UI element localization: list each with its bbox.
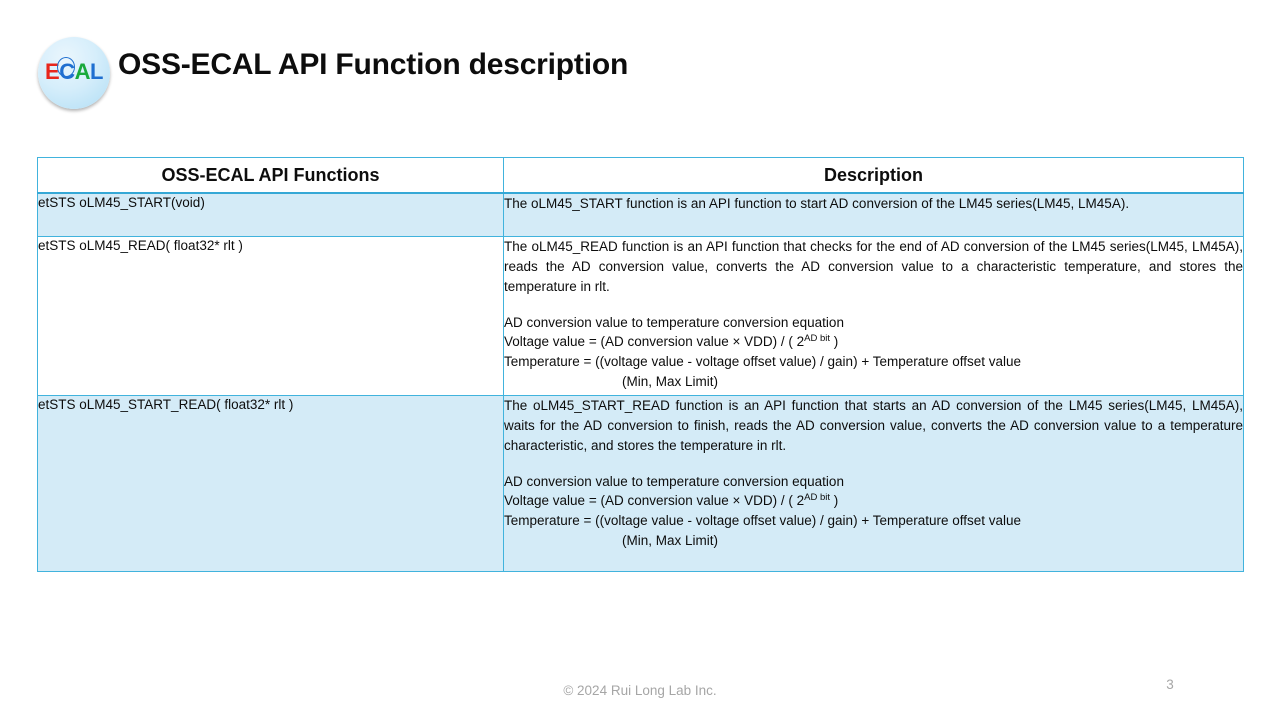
logo-letter-l: L: [90, 59, 103, 84]
function-signature: etSTS oLM45_START(void): [37, 192, 504, 237]
table-row: etSTS oLM45_READ( float32* rlt ) The oLM…: [37, 236, 1244, 396]
equation-heading: AD conversion value to temperature conve…: [504, 314, 844, 330]
equation-voltage-prefix: Voltage value = (AD conversion value × V…: [504, 334, 805, 350]
equation-heading: AD conversion value to temperature conve…: [504, 473, 844, 489]
equation-voltage-exponent: AD bit: [804, 333, 831, 345]
equation-voltage-exponent: AD bit: [804, 492, 831, 504]
column-header-functions: OSS-ECAL API Functions: [37, 157, 504, 194]
equation-temperature: Temperature = ((voltage value - voltage …: [504, 354, 1022, 370]
table-head: OSS-ECAL API Functions Description: [37, 157, 1244, 194]
function-signature: etSTS oLM45_START_READ( float32* rlt ): [37, 395, 504, 572]
function-description: The oLM45_START_READ function is an API …: [503, 395, 1244, 572]
function-description: The oLM45_START function is an API funct…: [503, 192, 1244, 237]
logo-letter-c: C: [57, 57, 76, 84]
description-paragraph: The oLM45_START function is an API funct…: [504, 196, 1130, 211]
function-signature: etSTS oLM45_READ( float32* rlt ): [37, 236, 504, 396]
page-number: 3: [1166, 677, 1174, 692]
logo-letter-e: E: [45, 59, 60, 84]
equation-voltage-suffix: ): [830, 334, 839, 350]
column-header-description: Description: [503, 157, 1244, 194]
api-function-table: OSS-ECAL API Functions Description etSTS…: [37, 157, 1244, 572]
function-description: The oLM45_READ function is an API functi…: [503, 236, 1244, 396]
page-title: OSS-ECAL API Function description: [118, 48, 629, 81]
description-paragraph: The oLM45_READ function is an API functi…: [504, 239, 1243, 294]
table-row: etSTS oLM45_START_READ( float32* rlt ) T…: [37, 395, 1244, 572]
equation-voltage-prefix: Voltage value = (AD conversion value × V…: [504, 493, 805, 509]
copyright-notice: © 2024 Rui Long Lab Inc.: [563, 683, 717, 698]
table-row: etSTS oLM45_START(void) The oLM45_START …: [37, 192, 1244, 237]
equation-limit: (Min, Max Limit): [622, 533, 719, 549]
equation-temperature: Temperature = ((voltage value - voltage …: [504, 513, 1022, 529]
logo-ring-icon: [57, 57, 76, 77]
logo-letter-a: A: [74, 59, 91, 84]
equation-voltage: Voltage value = (AD conversion value × V…: [504, 332, 1243, 352]
equation-limit: (Min, Max Limit): [622, 374, 719, 390]
description-paragraph: The oLM45_START_READ function is an API …: [504, 398, 1243, 453]
paragraph-spacer: [504, 297, 1243, 313]
equation-voltage-suffix: ): [830, 493, 839, 509]
equation-voltage: Voltage value = (AD conversion value × V…: [504, 491, 1243, 511]
paragraph-spacer: [504, 456, 1243, 472]
table-body: etSTS oLM45_START(void) The oLM45_START …: [37, 192, 1244, 572]
table-header-row: OSS-ECAL API Functions Description: [37, 157, 1244, 194]
